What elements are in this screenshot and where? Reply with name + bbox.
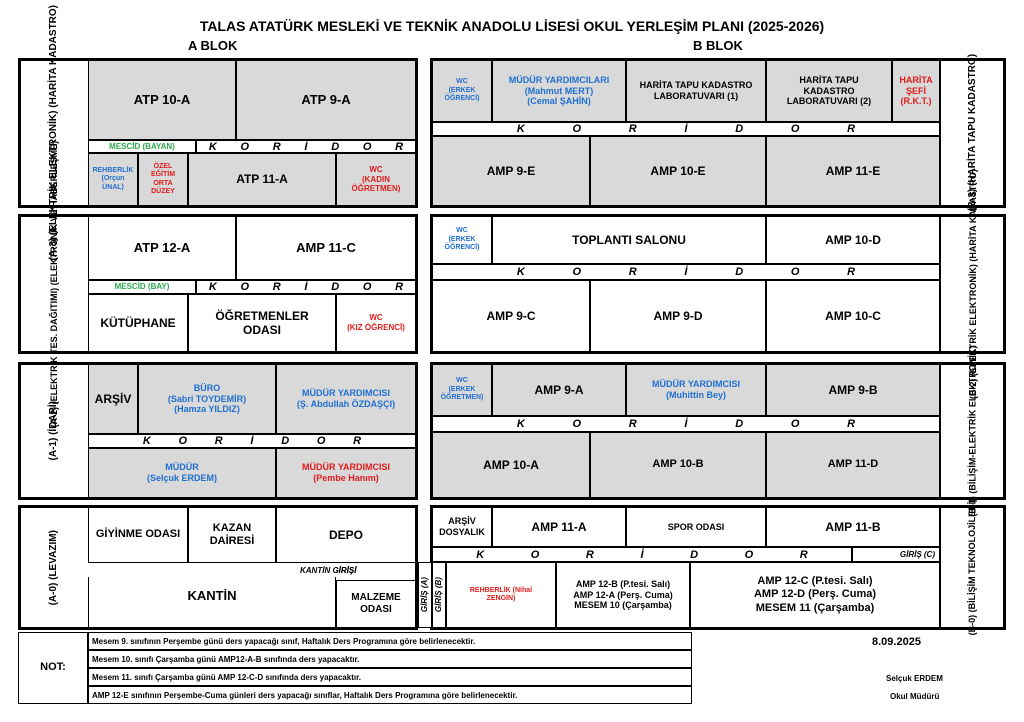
room-atp-9a: ATP 9-A xyxy=(236,60,416,140)
a3-block xyxy=(18,58,418,208)
room-amp-9a: AMP 9-A xyxy=(492,364,626,416)
b-blok-label: B BLOK xyxy=(693,38,743,53)
room-amp-9b: AMP 9-B xyxy=(766,364,940,416)
room-amp-11b: AMP 11-B xyxy=(766,507,940,547)
toplanti-salonu: TOPLANTI SALONU xyxy=(492,216,766,264)
harita-lab-2: HARİTA TAPU KADASTRO LABORATUVARI (2) xyxy=(766,60,892,122)
notes-label: NOT: xyxy=(18,632,88,704)
b1-side-label: (B-1) (BİLİŞİM-ELEKTRİK ELEKTRONİK) xyxy=(940,346,1004,517)
a-blok-label: A BLOK xyxy=(188,38,238,53)
wc-erkek-ogretmen: WC (ERKEK ÖĞRETMEN) xyxy=(432,364,492,416)
room-amp-10d: AMP 10-D xyxy=(766,216,940,264)
giyinme-odasi: GİYİNME ODASI xyxy=(88,507,188,563)
room-amp-10a: AMP 10-A xyxy=(432,432,590,498)
arsiv-room: ARŞİV xyxy=(88,364,138,434)
signer-name: Selçuk ERDEM xyxy=(886,674,943,683)
a1-side-label: (A-1) (İDARİ) xyxy=(48,401,60,461)
wc-kadin-ogretmen: WC (KADIN ÖĞRETMEN) xyxy=(336,153,416,206)
note-item-3: Mesem 11. sınıfı Çarşamba günü AMP 12-C-… xyxy=(88,668,692,686)
kutuphane-room: KÜTÜPHANE xyxy=(88,294,188,352)
wc-kiz-ogrenci: WC (KIZ ÖĞRENCİ) xyxy=(336,294,416,352)
date-label: 8.09.2025 xyxy=(872,636,921,648)
note-item-4: AMP 12-E sınıfının Perşembe-Cuma günleri… xyxy=(88,686,692,704)
wc-erkek-ogrenci-b2: WC (ERKEK ÖĞRENCİ) xyxy=(432,216,492,264)
giris-a-label: GİRİŞ (A) xyxy=(418,562,432,628)
wc-erkek-ogrenci-b3: WC (ERKEK ÖĞRENCİ) xyxy=(432,60,492,122)
mudur-yardimcisi-b1: MÜDÜR YARDIMCISI (Muhittin Bey) xyxy=(626,364,766,416)
b3-side-label: (B-3) (HARİTA TAPU KADASTRO) xyxy=(940,54,1004,212)
amp-12-cd-room: AMP 12-C (P.tesi. Salı) AMP 12-D (Perş. … xyxy=(690,562,940,628)
room-amp-11e: AMP 11-E xyxy=(766,136,940,206)
b1-block xyxy=(430,362,1006,500)
harita-sefi-room: HARİTA ŞEFİ (R.K.T.) xyxy=(892,60,940,122)
depo-room: DEPO xyxy=(276,507,416,563)
room-amp-9c: AMP 9-C xyxy=(432,280,590,352)
spor-odasi: SPOR ODASI xyxy=(626,507,766,547)
rehberlik-b0: REHBERLİK (Nihal ZENGİN) xyxy=(446,562,556,628)
a2-side-label: (A-2) (ELEKTRİK TES. DAĞITIMI) (ELEKTRON… xyxy=(48,140,59,428)
signer-title: Okul Müdürü xyxy=(890,692,940,701)
mudur-room: MÜDÜR (Selçuk ERDEM) xyxy=(88,448,276,498)
room-amp-10c: AMP 10-C xyxy=(766,280,940,352)
a1-block xyxy=(18,362,418,500)
malzeme-odasi: MALZEME ODASI xyxy=(336,580,416,628)
giris-b-label: GİRİŞ (B) xyxy=(432,562,446,628)
harita-lab-1: HARİTA TAPU KADASTRO LABORATUVARI (1) xyxy=(626,60,766,122)
ogretmenler-odasi: ÖĞRETMENLER ODASI xyxy=(188,294,336,352)
room-amp-9e: AMP 9-E xyxy=(432,136,590,206)
buro-room: BÜRO (Sabri TOYDEMİR) (Hamza YILDIZ) xyxy=(138,364,276,434)
room-amp-11c: AMP 11-C xyxy=(236,216,416,280)
mescid-bay: MESCİD (BAY) xyxy=(88,280,196,294)
note-item-1: Mesem 9. sınıfının Perşembe günü ders ya… xyxy=(88,632,692,650)
room-amp-9d: AMP 9-D xyxy=(590,280,766,352)
kazan-dairesi: KAZAN DAİRESİ xyxy=(188,507,276,563)
ozel-egitim-room: ÖZEL EĞİTİM ORTA DÜZEY xyxy=(138,153,188,206)
rehberlik-room: REHBERLİK (Orçun ÜNAL) xyxy=(88,153,138,206)
note-item-2: Mesem 10. sınıfı Çarşamba günü AMP12-A-B… xyxy=(88,650,692,668)
giris-c-label: GİRİŞ (C) xyxy=(852,547,940,562)
room-amp-10e: AMP 10-E xyxy=(590,136,766,206)
room-atp-11a: ATP 11-A xyxy=(188,153,336,206)
mescid-bayan: MESCİD (BAYAN) xyxy=(88,140,196,153)
room-amp-11a: AMP 11-A xyxy=(492,507,626,547)
b0-side-label: (B-0) (BİLİŞİM TEKNOLOJİLERİ) xyxy=(940,499,1004,636)
mudur-yardimcisi-2-room: MÜDÜR YARDIMCISI (Pembe Hanım) xyxy=(276,448,416,498)
page-title: TALAS ATATÜRK MESLEKİ VE TEKNİK ANADOLU … xyxy=(199,18,825,34)
amp-12-ab-room: AMP 12-B (P.tesi. Salı) AMP 12-A (Perş. … xyxy=(556,562,690,628)
mudur-yardimcilari-room: MÜDÜR YARDIMCILARI (Mahmut MERT) (Cemal … xyxy=(492,60,626,122)
arsiv-dosyalik: ARŞİV DOSYALIK xyxy=(432,507,492,547)
b2-block xyxy=(430,214,1006,354)
room-amp-11d: AMP 11-D xyxy=(766,432,940,498)
room-atp-10a: ATP 10-A xyxy=(88,60,236,140)
a2-block xyxy=(18,214,418,354)
room-amp-10b: AMP 10-B xyxy=(590,432,766,498)
kantin-girisi-text: KANTİN GİRİŞİ xyxy=(300,566,357,575)
room-atp-12a: ATP 12-A xyxy=(88,216,236,280)
b3-block xyxy=(430,58,1006,208)
a0-block xyxy=(18,505,418,630)
b2-side-label: (B-2) (ELEKTRİK ELEKTRONİK) (HARİTA KADA… xyxy=(940,169,1004,399)
a0-side-label: (A-0) (LEVAZIM) xyxy=(48,529,60,606)
mudur-yardimcisi-room: MÜDÜR YARDIMCISI (Ş. Abdullah ÖZDAŞÇI) xyxy=(276,364,416,434)
